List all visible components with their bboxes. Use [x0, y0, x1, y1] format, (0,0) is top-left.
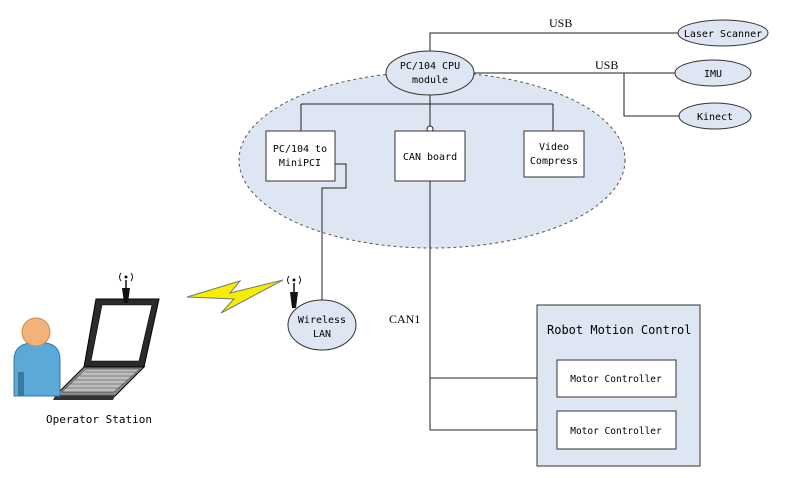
- kinect-label: Kinect: [697, 112, 733, 123]
- video-label-2: Compress: [530, 156, 578, 167]
- minipci-module: PC/104 to MiniPCI: [265, 130, 336, 182]
- cpu-module-label-2: module: [412, 75, 448, 86]
- imu: IMU: [674, 59, 752, 87]
- robot-panel-title: Robot Motion Control: [547, 323, 692, 337]
- laser-scanner-label: Laser Scanner: [684, 29, 762, 40]
- operator-station-label: Operator Station: [46, 413, 152, 426]
- laser-scanner: Laser Scanner: [677, 19, 769, 47]
- wireless-lan: Wireless LAN: [287, 299, 357, 351]
- video-compress-module: Video Compress: [523, 130, 585, 178]
- cpu-module-label-1: PC/104 CPU: [400, 61, 460, 72]
- imu-label: IMU: [704, 69, 722, 80]
- motor-controller-1: Motor Controller: [556, 359, 677, 398]
- antenna-icon: [287, 275, 301, 308]
- video-label-1: Video: [539, 142, 569, 153]
- minipci-label-2: MiniPCI: [279, 158, 321, 169]
- minipci-label-1: PC/104 to: [273, 144, 327, 155]
- cpu-module: PC/104 CPU module: [385, 50, 475, 96]
- usb-label-mid: USB: [595, 58, 618, 72]
- person-icon: [13, 317, 61, 397]
- can-board-label: CAN board: [403, 152, 457, 163]
- laptop-icon: [53, 272, 160, 400]
- can-board: CAN board: [394, 130, 466, 182]
- wireless-lan-label-1: Wireless: [298, 315, 346, 326]
- kinect: Kinect: [678, 102, 752, 130]
- motor-controller-2-label: Motor Controller: [570, 426, 662, 437]
- usb-label-top: USB: [549, 16, 572, 30]
- can1-label: CAN1: [389, 312, 420, 326]
- lightning-icon: [186, 279, 284, 314]
- motor-controller-2: Motor Controller: [556, 410, 677, 450]
- wireless-lan-label-2: LAN: [313, 329, 331, 340]
- motor-controller-1-label: Motor Controller: [570, 374, 662, 385]
- connection-lines: [300, 32, 679, 431]
